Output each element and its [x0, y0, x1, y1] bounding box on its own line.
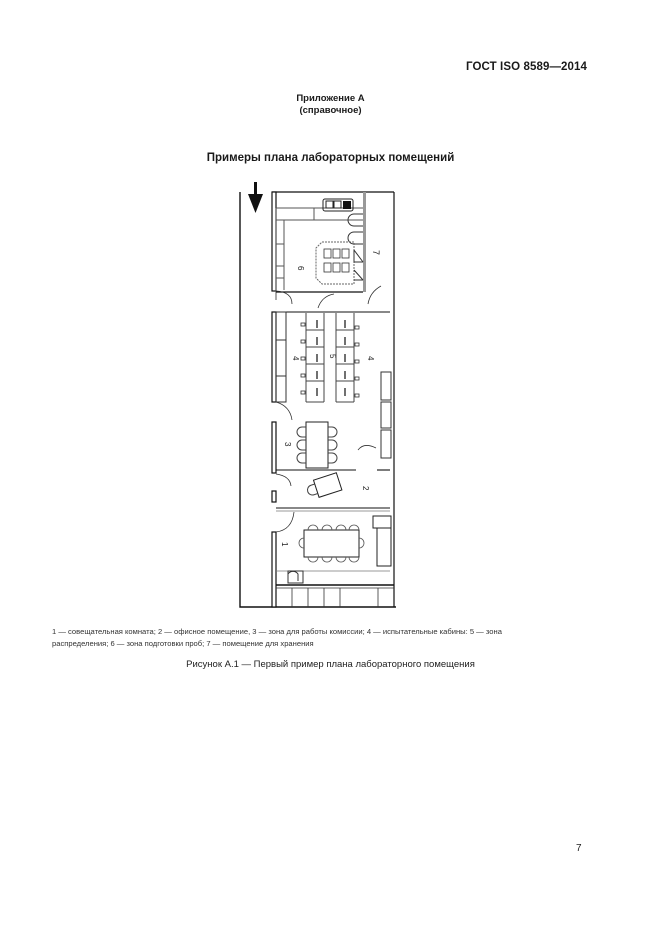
- annex-title: Приложение А: [296, 93, 365, 104]
- room-label-2: 2: [361, 486, 370, 491]
- arrow-down-icon: [248, 182, 263, 213]
- room-label-5: 5: [328, 354, 337, 359]
- figure-caption: Рисунок А.1 — Первый пример плана лабора…: [186, 659, 475, 670]
- room-label-4a: 4: [291, 356, 300, 361]
- floor-plan-figure: 6 7: [236, 180, 396, 610]
- standard-code: ГОСТ ISO 8589—2014: [466, 61, 588, 73]
- annex-heading: Приложение А (справочное): [0, 93, 661, 117]
- legend-line-1: 1 — совещательная комната; 2 — офисное п…: [52, 627, 502, 636]
- room-label-7: 7: [371, 250, 381, 255]
- room-label-4b: 4: [366, 356, 375, 361]
- section-title: Примеры плана лабораторных помещений: [206, 152, 455, 164]
- page-number: 7: [576, 843, 582, 854]
- room-label-3: 3: [283, 442, 292, 447]
- legend-line-2: распределения; 6 — зона подготовки проб;…: [52, 639, 314, 648]
- room-label-6: 6: [296, 266, 305, 271]
- figure-legend: 1 — совещательная комната; 2 — офисное п…: [52, 626, 587, 650]
- annex-subtitle: (справочное): [299, 105, 362, 116]
- room-label-1: 1: [280, 542, 289, 547]
